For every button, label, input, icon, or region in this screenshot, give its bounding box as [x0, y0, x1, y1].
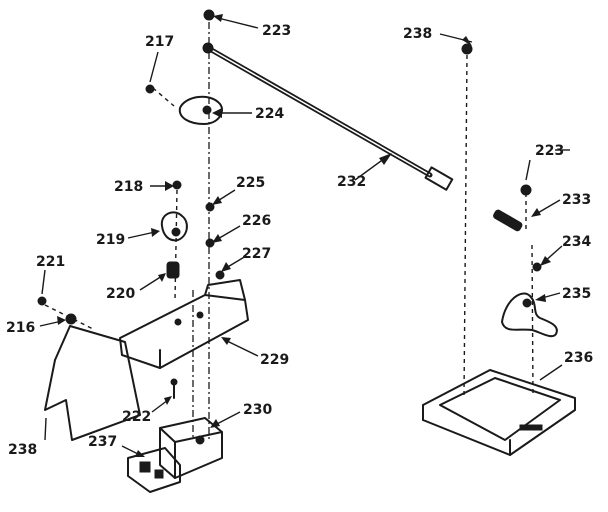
label-218: 218: [114, 179, 143, 195]
label-232: 232: [337, 174, 366, 190]
part-224-bracket: [178, 95, 223, 125]
label-224: 224: [255, 106, 284, 122]
part-220-spring: [166, 261, 180, 279]
label-226: 226: [242, 213, 271, 229]
part-232-rod: [202, 42, 454, 191]
part-labels: 223 238 217 224 232 223 218 225 233 226 …: [6, 23, 593, 458]
label-222: 222: [122, 409, 151, 425]
part-217-screw: [145, 84, 155, 94]
part-235-cam-lever: [501, 292, 558, 338]
label-235: 235: [562, 286, 591, 302]
label-229: 229: [260, 352, 289, 368]
label-234: 234: [562, 234, 591, 250]
label-236: 236: [564, 350, 593, 366]
alignment-lines: [44, 22, 534, 440]
label-220: 220: [106, 286, 135, 302]
part-230-switch-assembly: [159, 417, 223, 479]
part-223-top-screw: [203, 9, 215, 21]
leader-lines: [39, 14, 570, 457]
part-218-screw: [172, 180, 182, 190]
part-238-screw-right: [461, 43, 473, 55]
part-221-screw: [37, 296, 47, 306]
label-219: 219: [96, 232, 125, 248]
label-238-bottom: 238: [8, 442, 37, 458]
part-223-screw-right: [520, 184, 532, 196]
part-216-screw: [65, 313, 77, 325]
label-233: 233: [562, 192, 591, 208]
label-217: 217: [145, 34, 174, 50]
label-238-top: 238: [403, 26, 432, 42]
part-238-insulation-sheet: [44, 325, 141, 441]
part-226-washer: [205, 238, 215, 248]
part-233-spring: [493, 209, 523, 232]
label-225: 225: [236, 175, 265, 191]
label-227: 227: [242, 246, 271, 262]
label-230: 230: [243, 402, 272, 418]
label-221: 221: [36, 254, 65, 270]
part-222-screw: [170, 378, 178, 399]
part-229-bracket-plate: [119, 279, 249, 369]
label-216: 216: [6, 320, 35, 336]
part-237-switch-base: [127, 447, 181, 493]
part-219-cam: [160, 211, 188, 242]
label-223-top: 223: [262, 23, 291, 39]
part-234-screw: [532, 262, 542, 272]
label-237: 237: [88, 434, 117, 450]
label-223-right: 223: [535, 143, 564, 159]
part-236-tray: [422, 369, 576, 456]
part-227-screw: [215, 270, 225, 280]
